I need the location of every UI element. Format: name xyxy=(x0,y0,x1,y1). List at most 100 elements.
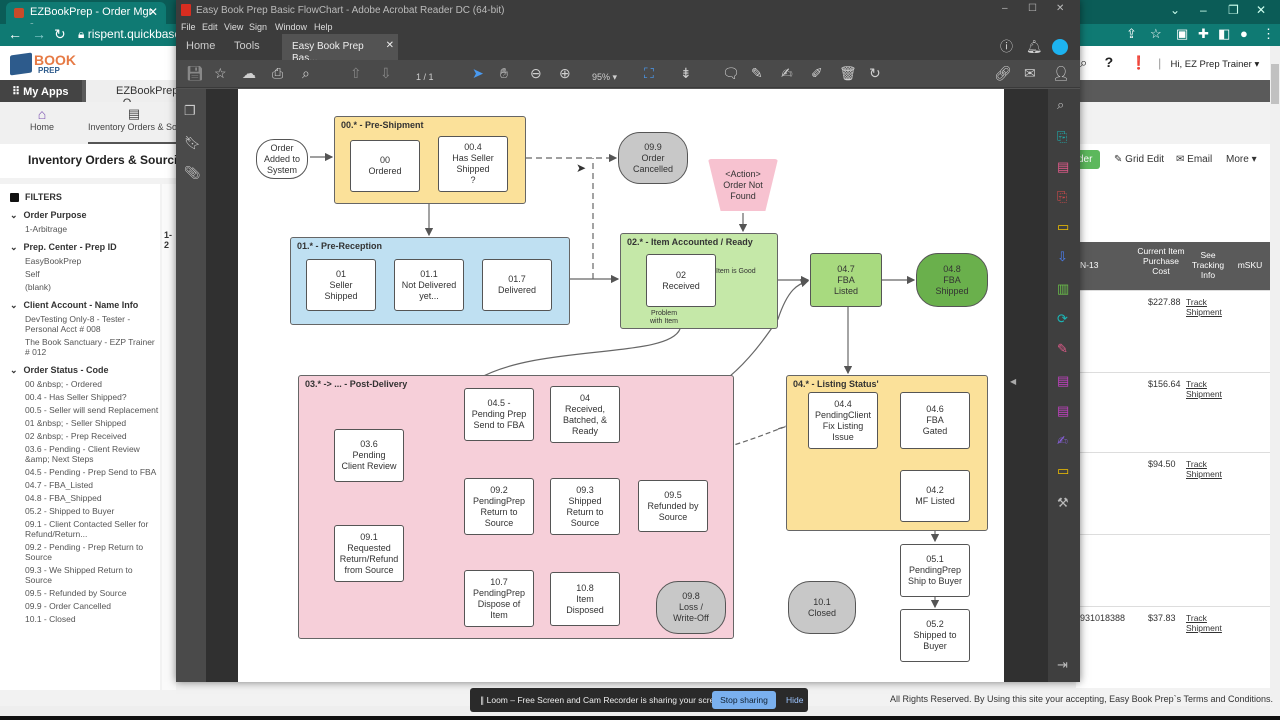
vertical-scrollbar[interactable] xyxy=(1270,46,1280,700)
help-icon[interactable]: ⓘ xyxy=(1000,39,1014,54)
menu-sign[interactable]: Sign xyxy=(249,22,268,32)
page-down-icon[interactable]: ⇩ xyxy=(380,65,392,81)
comment-tool-icon[interactable]: ▭ xyxy=(1057,219,1070,234)
attachments-icon[interactable]: 📎︎ xyxy=(184,165,201,180)
puzzle-icon[interactable]: ✚ xyxy=(1198,26,1209,41)
menu-dots-icon[interactable]: ⋮ xyxy=(1262,26,1275,41)
grid-edit-button[interactable]: ✎ Grid Edit xyxy=(1114,154,1164,165)
find-icon[interactable]: ⌕ xyxy=(302,65,310,81)
filter-option[interactable]: 02 &nbsp; - Prep Received xyxy=(25,431,127,441)
browser-tab[interactable]: EZBookPrep - Order Mgr - ✕ xyxy=(6,2,166,30)
cloud-upload-icon[interactable]: ☁ xyxy=(242,65,256,81)
track-shipment-link[interactable]: Track Shipment xyxy=(1186,379,1222,399)
request-signature-icon[interactable]: ✍︎ xyxy=(1057,433,1068,448)
highlight-pen-icon[interactable]: ✎ xyxy=(751,65,763,81)
bookmarks-icon[interactable]: 🔖︎ xyxy=(184,135,201,150)
filter-option[interactable]: 09.9 - Order Cancelled xyxy=(25,601,111,611)
column-header[interactable]: N-13 xyxy=(1080,260,1099,270)
page-thumbnails-icon[interactable]: ❐ xyxy=(184,103,196,118)
enhance-scan-icon[interactable]: ⌕ xyxy=(1057,97,1065,112)
menu-window[interactable]: Window xyxy=(275,22,308,32)
user-menu[interactable]: Hi, EZ Prep Trainer ▾ xyxy=(1171,59,1260,70)
rotate-icon[interactable]: ↻ xyxy=(869,65,881,81)
url-field[interactable]: 🔒︎ rispent.quickbase.co xyxy=(78,27,197,42)
tab-search-icon[interactable]: ⌄ xyxy=(1170,3,1181,17)
filter-option[interactable]: 00 &nbsp; - Ordered xyxy=(25,379,103,389)
zoom-in-icon[interactable]: ⊕ xyxy=(559,65,571,81)
filter-option[interactable]: (blank) xyxy=(25,282,51,292)
delete-icon[interactable]: 🗑︎ xyxy=(839,65,857,81)
filter-option[interactable]: 03.6 - Pending - Client Review &amp; Nex… xyxy=(25,444,140,464)
select-cursor-icon[interactable]: ➤ xyxy=(472,65,484,81)
filter-option[interactable]: 00.5 - Seller will send Replacement xyxy=(25,405,159,415)
hide-button[interactable]: Hide xyxy=(786,695,804,705)
track-shipment-link[interactable]: Track Shipment xyxy=(1186,459,1222,479)
fill-sign-icon[interactable]: ✎ xyxy=(1057,341,1068,356)
table-row[interactable] xyxy=(1076,534,1270,606)
fit-page-icon[interactable]: ⛶ xyxy=(644,65,654,81)
menu-view[interactable]: View xyxy=(224,22,244,32)
filter-option[interactable]: 01 &nbsp; - Seller Shipped xyxy=(25,418,127,428)
tab-home[interactable]: Home xyxy=(186,40,216,52)
comment-icon[interactable]: 🗨︎ xyxy=(722,65,740,81)
tab-home[interactable]: ⌂ Home xyxy=(30,106,54,132)
save-icon[interactable]: 💾︎ xyxy=(186,65,204,81)
account-avatar[interactable] xyxy=(1052,39,1068,55)
filters-header[interactable]: FILTERS xyxy=(10,192,160,202)
filter-option[interactable]: DevTesting Only-8 - Tester - Personal Ac… xyxy=(25,314,131,334)
organize-pages-icon[interactable]: ▤ xyxy=(1057,159,1070,174)
track-shipment-link[interactable]: Track Shipment xyxy=(1186,297,1222,317)
menu-edit[interactable]: Edit xyxy=(202,22,218,32)
filter-option[interactable]: 09.5 - Refunded by Source xyxy=(25,588,127,598)
zoom-out-icon[interactable]: ⊖ xyxy=(530,65,542,81)
stop-sharing-button[interactable]: Stop sharing xyxy=(712,691,776,709)
page-number-field[interactable]: 1 / 1 xyxy=(416,69,434,85)
close-tab-icon[interactable]: ✕ xyxy=(147,5,158,19)
filter-option[interactable]: The Book Sanctuary - EZP Trainer # 012 xyxy=(25,337,155,357)
minimize-icon[interactable]: – xyxy=(1200,3,1207,17)
more-tools-icon[interactable]: ⚒︎ xyxy=(1057,495,1069,510)
close-window-icon[interactable]: ✕ xyxy=(1056,3,1065,14)
column-header[interactable]: See Tracking Info xyxy=(1191,250,1225,280)
alert-icon[interactable]: ❗ xyxy=(1130,55,1147,70)
filter-group-title[interactable]: Prep. Center - Prep ID xyxy=(10,242,160,253)
more-button[interactable]: More ▾ xyxy=(1226,154,1257,165)
scroll-mode-icon[interactable]: ⇟ xyxy=(680,65,692,81)
zoom-level-dropdown[interactable]: 95% ▾ xyxy=(592,72,618,82)
share-link-icon[interactable]: 🔗︎ xyxy=(994,65,1012,81)
filter-option[interactable]: 00.4 - Has Seller Shipped? xyxy=(25,392,127,402)
restore-icon[interactable]: ❐ xyxy=(1228,3,1239,17)
app-name-tab[interactable]: EZBookPrep - O xyxy=(86,80,178,109)
tab-tools[interactable]: Tools xyxy=(234,40,260,52)
filter-option[interactable]: 05.2 - Shipped to Buyer xyxy=(25,506,115,516)
reload-icon[interactable]: ↻ xyxy=(54,26,66,42)
menu-file[interactable]: File xyxy=(181,22,196,32)
notification-bell-icon[interactable]: 🔔︎ xyxy=(1026,39,1043,54)
bookmark-star-icon[interactable]: ☆ xyxy=(214,65,227,81)
filter-group-title[interactable]: Order Status - Code xyxy=(10,365,160,376)
scan-ocr-icon[interactable]: ⟳ xyxy=(1057,311,1068,326)
sidepanel-icon[interactable]: ◧ xyxy=(1218,26,1231,41)
column-header[interactable]: Current Item Purchase Cost xyxy=(1137,246,1185,276)
compress-icon[interactable]: ▥ xyxy=(1057,281,1070,296)
my-apps-button[interactable]: ⠿ My Apps xyxy=(0,80,82,102)
filter-option[interactable]: EasyBookPrep xyxy=(25,256,82,266)
column-header[interactable]: mSKU xyxy=(1237,260,1263,270)
page-up-icon[interactable]: ⇧ xyxy=(350,65,362,81)
menu-help[interactable]: Help xyxy=(314,22,333,32)
filter-option[interactable]: Self xyxy=(25,269,40,279)
help-icon[interactable]: ? xyxy=(1104,54,1114,70)
profile-icon[interactable]: ● xyxy=(1240,26,1248,41)
create-pdf-icon[interactable]: ⎘ xyxy=(1057,189,1068,204)
export-pdf-icon[interactable]: ⎘ xyxy=(1057,129,1068,144)
edit-text-icon[interactable]: ✐ xyxy=(811,65,823,81)
draw-icon[interactable]: ✍︎ xyxy=(781,65,793,81)
tab-document[interactable]: Easy Book Prep Bas...✕ xyxy=(282,34,398,64)
filter-option[interactable]: 04.8 - FBA_Shipped xyxy=(25,493,102,503)
ezbookprep-logo[interactable]: BOOK PREP xyxy=(10,52,76,76)
close-window-icon[interactable]: ✕ xyxy=(1256,3,1267,17)
filter-option[interactable]: 09.1 - Client Contacted Seller for Refun… xyxy=(25,519,149,539)
print-icon[interactable]: ⎙ xyxy=(272,65,284,81)
